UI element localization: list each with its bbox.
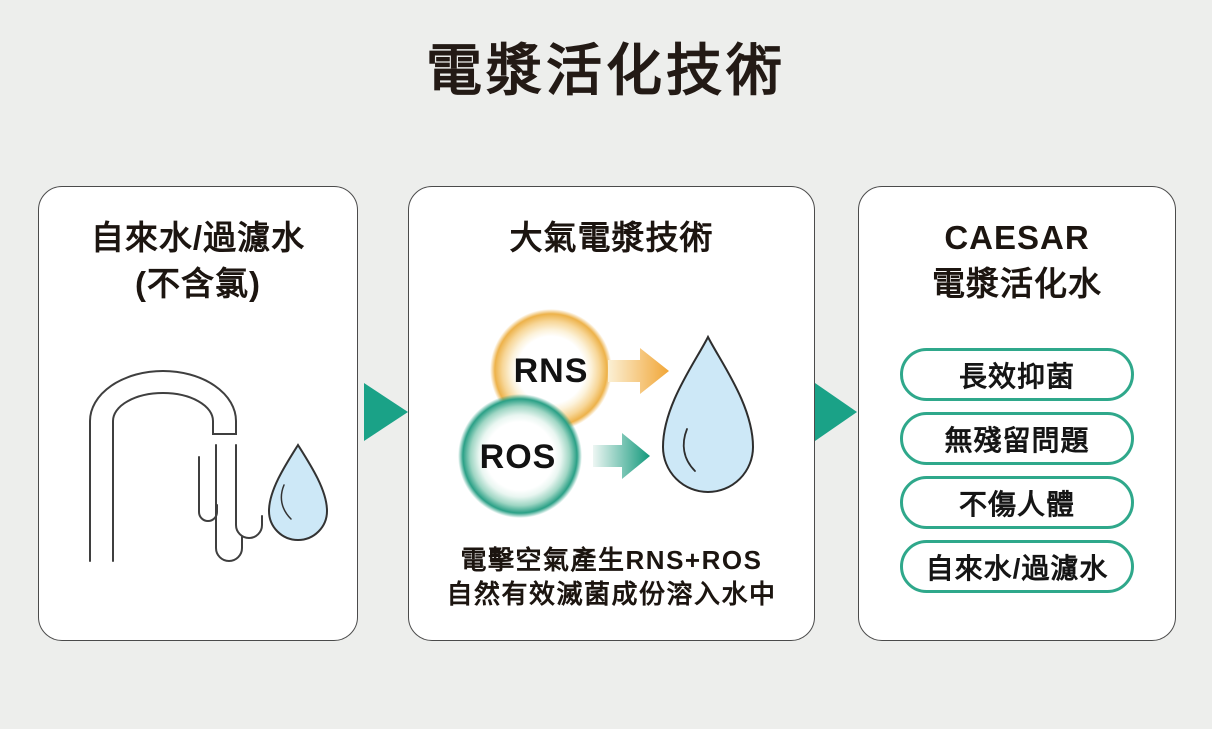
panel-source-water: 自來水/過濾水 (不含氯)	[38, 186, 358, 641]
result-panel-heading: CAESAR 電漿活化水	[859, 215, 1175, 306]
ros-bubble	[458, 394, 582, 518]
ros-arrow-icon	[593, 433, 650, 479]
flow-arrow-icon	[815, 383, 857, 441]
benefit-pill: 長效抑菌	[900, 348, 1134, 401]
faucet-icon	[89, 370, 263, 562]
plasma-panel-heading: 大氣電漿技術	[509, 219, 714, 256]
plasma-caption-line1: 電擊空氣產生RNS+ROS	[460, 545, 763, 575]
ros-bubble-label: ROS	[480, 438, 557, 476]
water-drop-icon	[661, 334, 755, 493]
result-heading-line1: CAESAR	[944, 219, 1090, 256]
plasma-caption-line2: 自然有效滅菌成份溶入水中	[446, 579, 777, 609]
flow-arrow-icon	[364, 383, 408, 441]
rns-arrow-icon	[608, 348, 669, 394]
benefit-pill: 不傷人體	[900, 476, 1134, 529]
panel-activated-water: CAESAR 電漿活化水 長效抑菌 無殘留問題 不傷人體 自來水/過濾水	[858, 186, 1176, 641]
rns-bubble-label: RNS	[514, 352, 589, 390]
water-drop-icon	[267, 443, 329, 541]
source-panel-heading: 自來水/過濾水 (不含氯)	[39, 215, 357, 306]
plasma-caption: 電擊空氣產生RNS+ROS 自然有效滅菌成份溶入水中	[409, 543, 814, 611]
plasma-illustration: RNS ROS	[458, 309, 755, 518]
source-heading-line2: (不含氯)	[135, 264, 261, 302]
benefit-pill: 無殘留問題	[900, 412, 1134, 465]
benefit-pill-stack: 長效抑菌 無殘留問題 不傷人體 自來水/過濾水	[859, 348, 1175, 593]
benefit-pill: 自來水/過濾水	[900, 540, 1134, 593]
source-heading-line1: 自來水/過濾水	[90, 219, 306, 256]
panel-plasma-technology: 大氣電漿技術	[408, 186, 815, 641]
result-heading-line2: 電漿活化水	[932, 264, 1102, 302]
page-title: 電漿活化技術	[426, 39, 786, 102]
faucet-illustration	[89, 370, 329, 562]
